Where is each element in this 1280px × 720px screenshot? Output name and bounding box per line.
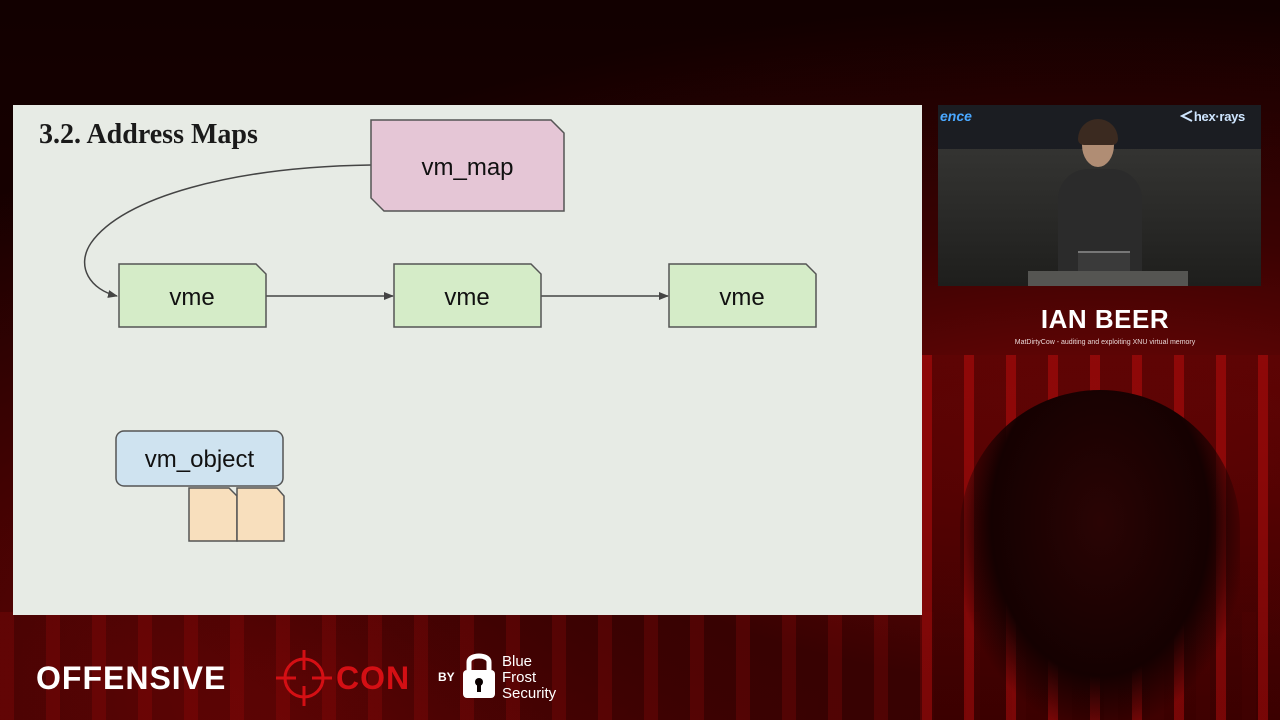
node-vm-map-box: [370, 119, 565, 212]
lock-icon: [463, 653, 495, 698]
vm-object-pages: [188, 487, 285, 542]
node-vm-map-label: vm_map: [421, 154, 513, 181]
node-vme-3: vme: [668, 263, 817, 328]
speaker-hair: [1078, 119, 1118, 145]
node-vme-1-label: vme: [169, 284, 214, 311]
background-artwork: [960, 390, 1240, 720]
talk-title: MatDirtyCow - auditing and exploiting XN…: [1014, 339, 1196, 346]
hexrays-logo: hex·rays: [1179, 109, 1245, 124]
physical-page-2: [236, 487, 285, 542]
hexrays-logo-text: hex·rays: [1193, 109, 1245, 124]
sponsor-name: Blue Frost Security: [502, 653, 557, 702]
hexrays-arrow-icon: [1179, 110, 1193, 122]
node-vme-1: vme: [118, 263, 267, 328]
by-label: BY: [438, 670, 455, 684]
address-map-diagram: vm_map vme vme vme v: [83, 119, 817, 542]
node-vme-3-box: [668, 263, 817, 328]
node-vme-2: vme: [393, 263, 542, 328]
node-vme-2-box: [393, 263, 542, 328]
presentation-slide: 3.2. Address Maps vm_map vme: [13, 105, 922, 615]
node-vme-2-label: vme: [444, 284, 489, 311]
speaker-name: IAN BEER: [1040, 304, 1170, 334]
node-vm-object-box: [115, 430, 284, 487]
node-vme-1-box: [118, 263, 267, 328]
con-wordmark: CON: [336, 660, 411, 696]
node-vm-map: vm_map: [370, 119, 565, 212]
node-vm-object-label: vm_object: [145, 446, 255, 473]
offensive-wordmark: OFFENSIVE: [36, 660, 227, 696]
podium: [1028, 271, 1188, 286]
banner-text: ence: [940, 108, 972, 124]
slide-title: 3.2. Address Maps: [39, 119, 258, 150]
crosshair-icon: [276, 650, 332, 706]
node-vm-object: vm_object: [115, 430, 284, 487]
edge-vm-map-to-vme: [83, 164, 372, 298]
node-vme-3-label: vme: [719, 284, 764, 311]
speaker-camera-feed: ence hex·rays: [938, 105, 1261, 286]
physical-page-1: [188, 487, 238, 542]
